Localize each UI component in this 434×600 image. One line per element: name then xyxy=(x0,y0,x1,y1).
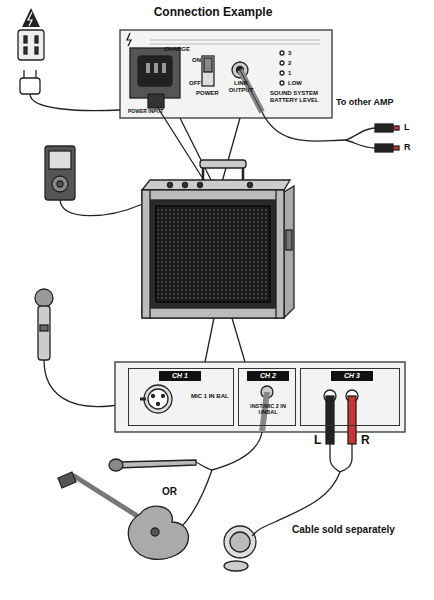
panel-label: 1 xyxy=(288,70,291,77)
callout-label: L xyxy=(314,434,321,447)
callout-label: R xyxy=(404,143,411,153)
callout-label: Cable sold separately xyxy=(292,524,395,535)
callout-label: OR xyxy=(162,486,177,497)
panel-label: POWER xyxy=(196,90,219,97)
callout-label: R xyxy=(361,434,370,447)
channel-box: CH 1 MIC 1 IN BAL xyxy=(128,368,234,426)
panel-label: INST/MIC 2 IN UNBAL xyxy=(242,403,294,415)
panel-label: POWER INPUT xyxy=(128,109,163,115)
panel-label: CHARGE xyxy=(164,46,190,53)
panel-label: OFF xyxy=(189,80,201,87)
callout-label: To other AMP xyxy=(336,98,394,108)
channel-header: CH 3 xyxy=(331,371,373,381)
panel-label: 2 xyxy=(288,60,291,67)
channel-header: CH 2 xyxy=(247,371,289,381)
channel-box: CH 2 INST/MIC 2 IN UNBAL xyxy=(238,368,296,426)
channel-box: CH 3 xyxy=(300,368,400,426)
panel-label: LINK OUTPUT xyxy=(226,80,256,93)
panel-label: ON xyxy=(192,57,201,64)
callout-label: L xyxy=(404,123,410,133)
diagram-title: Connection Example xyxy=(0,6,430,19)
rear-panel: CHARGE POWER INPUT ON OFF POWER LINK OUTPUT 3 2… xyxy=(120,30,332,118)
panel-label: MIC 1 IN BAL xyxy=(191,393,231,400)
channel-header: CH 1 xyxy=(159,371,201,381)
panel-label: LOW xyxy=(288,80,302,87)
panel-label: SOUND SYSTEM BATTERY LEVEL xyxy=(270,90,328,103)
panel-label: 3 xyxy=(288,50,291,57)
